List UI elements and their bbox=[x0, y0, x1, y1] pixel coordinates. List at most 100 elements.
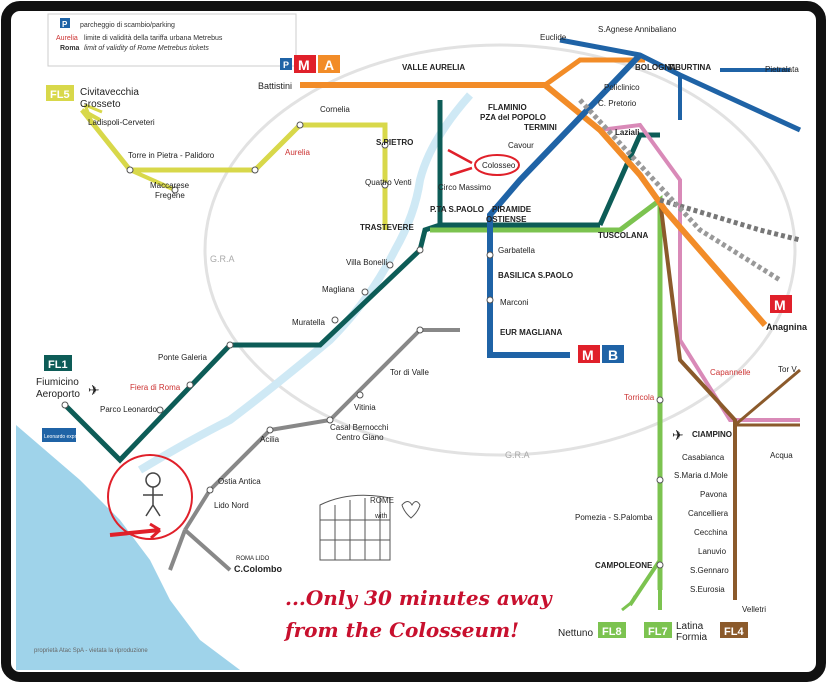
grosseto-label: Grosseto bbox=[80, 99, 121, 110]
svg-text:S.Gennaro: S.Gennaro bbox=[690, 566, 729, 575]
svg-text:Laziali: Laziali bbox=[615, 128, 639, 137]
legend-aurelia-word: Aurelia bbox=[56, 35, 78, 42]
svg-text:Acqua: Acqua bbox=[770, 451, 793, 460]
fl5-arrow bbox=[83, 103, 103, 123]
legend-parking-label: parcheggio di scambio/parking bbox=[80, 22, 175, 29]
svg-text:P: P bbox=[283, 60, 289, 70]
svg-text:PIRAMIDE: PIRAMIDE bbox=[492, 205, 532, 214]
svg-text:FLAMINIO: FLAMINIO bbox=[488, 103, 527, 112]
svg-text:Capannelle: Capannelle bbox=[710, 368, 751, 377]
svg-text:FL7: FL7 bbox=[648, 626, 668, 638]
legend-roma-word: Roma bbox=[60, 45, 80, 52]
sea-area bbox=[16, 425, 240, 670]
svg-text:Fiera di Roma: Fiera di Roma bbox=[130, 383, 181, 392]
svg-text:C. Pretorio: C. Pretorio bbox=[598, 99, 637, 108]
svg-text:Cancelliera: Cancelliera bbox=[688, 509, 729, 518]
svg-text:S.Maria d.Mole: S.Maria d.Mole bbox=[674, 471, 728, 480]
svg-text:FL4: FL4 bbox=[724, 626, 744, 638]
fiumicino-label: Fiumicino bbox=[36, 377, 79, 388]
svg-text:Ostia Antica: Ostia Antica bbox=[218, 477, 261, 486]
svg-text:A: A bbox=[324, 57, 334, 73]
svg-text:P.TA S.PAOLO: P.TA S.PAOLO bbox=[430, 205, 484, 214]
svg-text:Magliana: Magliana bbox=[322, 285, 355, 294]
gra-label-south: G.R.A bbox=[505, 450, 530, 460]
svg-text:VALLE AURELIA: VALLE AURELIA bbox=[402, 63, 465, 72]
svg-text:Casal Bernocchi: Casal Bernocchi bbox=[330, 423, 388, 432]
battistini-label: Battistini bbox=[258, 81, 292, 91]
svg-text:Pavona: Pavona bbox=[700, 490, 728, 499]
colosseo-arrow bbox=[447, 148, 473, 177]
latina-label: Latina bbox=[676, 621, 704, 632]
svg-text:Muratella: Muratella bbox=[292, 318, 325, 327]
svg-text:Colosseo: Colosseo bbox=[482, 161, 516, 170]
metro-b-badge bbox=[602, 345, 624, 363]
airplane-icon: ✈ bbox=[88, 382, 100, 398]
metro-a-line bbox=[300, 82, 768, 327]
anagnina-label: Anagnina bbox=[766, 322, 808, 332]
svg-text:FL8: FL8 bbox=[602, 626, 622, 638]
fl1-line bbox=[63, 222, 600, 464]
copyright-notice: proprietà Atac SpA - vietata la riproduz… bbox=[34, 648, 148, 654]
svg-text:Cornelia: Cornelia bbox=[320, 105, 350, 114]
svg-text:Torricola: Torricola bbox=[624, 393, 655, 402]
svg-text:BASILICA S.PAOLO: BASILICA S.PAOLO bbox=[498, 271, 573, 280]
svg-text:P: P bbox=[62, 20, 68, 29]
metro-icon bbox=[578, 345, 600, 363]
colosseo-highlight bbox=[474, 154, 520, 176]
svg-text:Torre in Pietra - Palidoro: Torre in Pietra - Palidoro bbox=[128, 151, 215, 160]
svg-text:S.Agnese Annibaliano: S.Agnese Annibaliano bbox=[598, 25, 677, 34]
legend-limit-it: limite di validità della tariffa urbana … bbox=[84, 35, 223, 42]
svg-text:FL1: FL1 bbox=[48, 359, 68, 371]
lido-centro-highlight bbox=[107, 454, 193, 540]
svg-text:M: M bbox=[582, 347, 594, 363]
svg-text:Tor di Valle: Tor di Valle bbox=[390, 368, 430, 377]
fl7-badge bbox=[644, 622, 672, 638]
gra-label-west: G.R.A bbox=[210, 254, 235, 264]
rome-with-love-label: ROME bbox=[370, 496, 394, 505]
fl5-badge bbox=[46, 85, 74, 101]
svg-text:Villa Bonelli: Villa Bonelli bbox=[346, 258, 387, 267]
svg-text:Pomezia - S.Palomba: Pomezia - S.Palomba bbox=[575, 513, 653, 522]
svg-text:M: M bbox=[298, 57, 310, 73]
svg-text:Aurelia: Aurelia bbox=[285, 148, 310, 157]
svg-text:Ladispoli-Cerveteri: Ladispoli-Cerveteri bbox=[88, 118, 155, 127]
svg-text:ROMA LIDO: ROMA LIDO bbox=[236, 556, 270, 562]
fl4-line bbox=[658, 199, 737, 600]
station-dots bbox=[61, 121, 664, 569]
svg-text:S.Eurosia: S.Eurosia bbox=[690, 585, 725, 594]
fl8-badge bbox=[598, 622, 626, 638]
svg-text:BOLOGNA: BOLOGNA bbox=[635, 63, 676, 72]
svg-text:CAMPOLEONE: CAMPOLEONE bbox=[595, 561, 653, 570]
svg-text:Cavour: Cavour bbox=[508, 141, 534, 150]
svg-text:Leonardo express: Leonardo express bbox=[44, 434, 85, 440]
svg-text:Acilia: Acilia bbox=[260, 435, 280, 444]
svg-text:CIAMPINO: CIAMPINO bbox=[692, 430, 732, 439]
leonardo-express-badge bbox=[42, 428, 76, 442]
svg-text:Velletri: Velletri bbox=[742, 605, 766, 614]
rome-with-love-with: with bbox=[374, 513, 388, 520]
svg-text:PZA del POPOLO: PZA del POPOLO bbox=[480, 113, 546, 122]
svg-text:Casabianca: Casabianca bbox=[682, 453, 725, 462]
svg-text:TERMINI: TERMINI bbox=[524, 123, 557, 132]
svg-text:C.Colombo: C.Colombo bbox=[234, 564, 282, 574]
gra-ring bbox=[203, 43, 797, 457]
svg-text:Lido Nord: Lido Nord bbox=[214, 501, 249, 510]
tagline-line1: ...Only 30 minutes away bbox=[285, 586, 553, 610]
svg-text:Garbatella: Garbatella bbox=[498, 246, 535, 255]
svg-text:Fregene: Fregene bbox=[155, 191, 185, 200]
svg-text:Centro Giano: Centro Giano bbox=[336, 433, 384, 442]
svg-text:Policlinico: Policlinico bbox=[604, 83, 640, 92]
legend-box bbox=[47, 13, 297, 67]
svg-text:TRASTEVERE: TRASTEVERE bbox=[360, 223, 414, 232]
svg-text:B: B bbox=[608, 347, 618, 363]
svg-text:Quattro Venti: Quattro Venti bbox=[365, 178, 412, 187]
aeroporto-label: Aeroporto bbox=[36, 389, 80, 400]
parking-icon bbox=[60, 18, 70, 28]
metro-icon bbox=[770, 295, 792, 313]
legend-limit-en: limit of validity of Rome Metrebus ticke… bbox=[84, 45, 209, 52]
svg-text:Parco Leonardo: Parco Leonardo bbox=[100, 405, 157, 414]
heart-icon bbox=[401, 501, 421, 519]
